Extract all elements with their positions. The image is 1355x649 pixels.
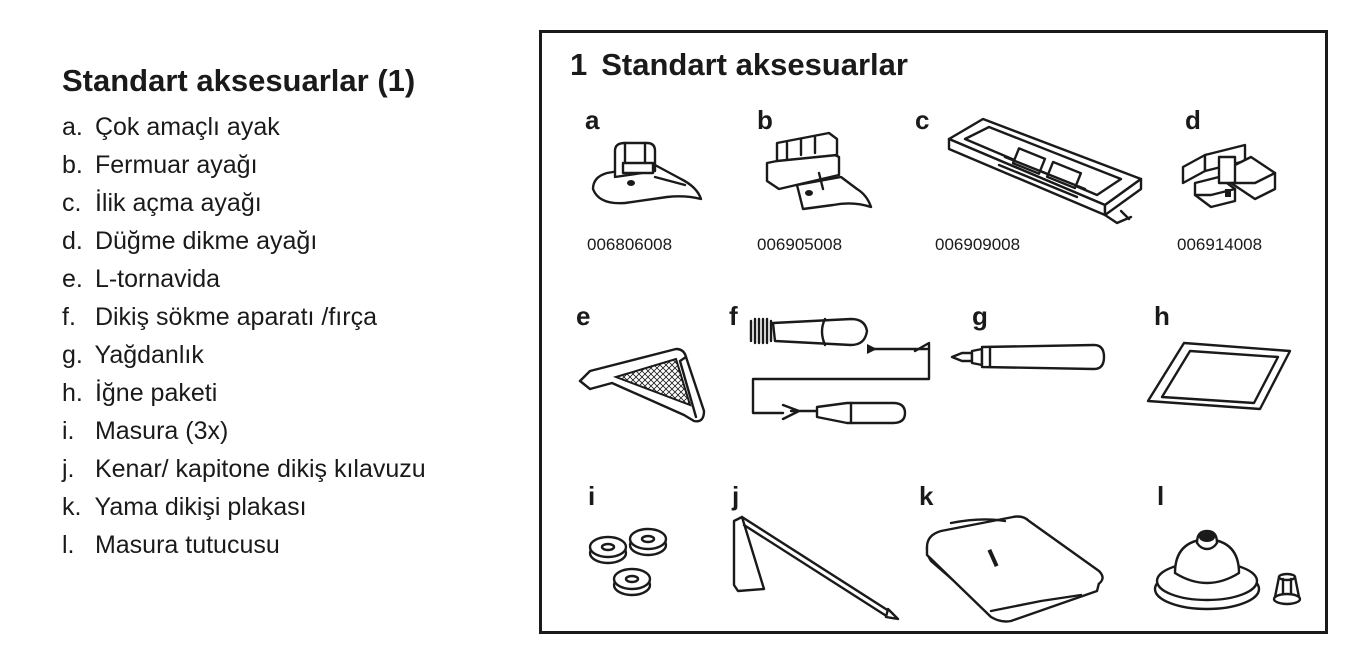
list-item-h: h. İğne paketi [62, 379, 218, 407]
list-item-j: j. Kenar/ kapitone dikiş kılavuzu [62, 455, 426, 483]
presser-foot-icon [591, 141, 703, 205]
seam-ripper-brush-icon [749, 317, 931, 425]
oiler-icon [950, 343, 1106, 371]
patchwork-plate-icon [925, 515, 1104, 623]
spool-holder-icon [1153, 529, 1302, 611]
list-item-a: a. Çok amaçlı ayak [62, 113, 280, 141]
list-item-b: b. Fermuar ayağı [62, 151, 258, 179]
bobbins-icon [588, 527, 668, 597]
accessory-list: a. Çok amaçlı ayak b. Fermuar ayağı c. İ… [62, 108, 502, 564]
list-item-i: i. Masura (3x) [62, 417, 229, 445]
accessory-list-panel: Standart aksesuarlar (1) a. Çok amaçlı a… [62, 62, 502, 564]
screwdriver-icon [578, 347, 706, 423]
list-title: Standart aksesuarlar (1) [62, 63, 416, 98]
list-item-f: f. Dikiş sökme aparatı /fırça [62, 303, 377, 331]
list-item-g: g. Yağdanlık [62, 341, 204, 369]
zipper-foot-icon [765, 131, 873, 211]
list-item-k: k. Yama dikişi plakası [62, 493, 307, 521]
button-sewing-foot-icon [1181, 143, 1277, 209]
quilting-guide-icon [732, 515, 900, 621]
needle-pack-icon [1146, 341, 1292, 411]
list-item-c: c. İlik açma ayağı [62, 189, 262, 217]
buttonhole-foot-icon [947, 117, 1143, 225]
list-item-e: e. L-tornavida [62, 265, 221, 293]
list-item-l: l. Masura tutucusu [62, 531, 280, 559]
list-item-d: d. Düğme dikme ayağı [62, 227, 318, 255]
